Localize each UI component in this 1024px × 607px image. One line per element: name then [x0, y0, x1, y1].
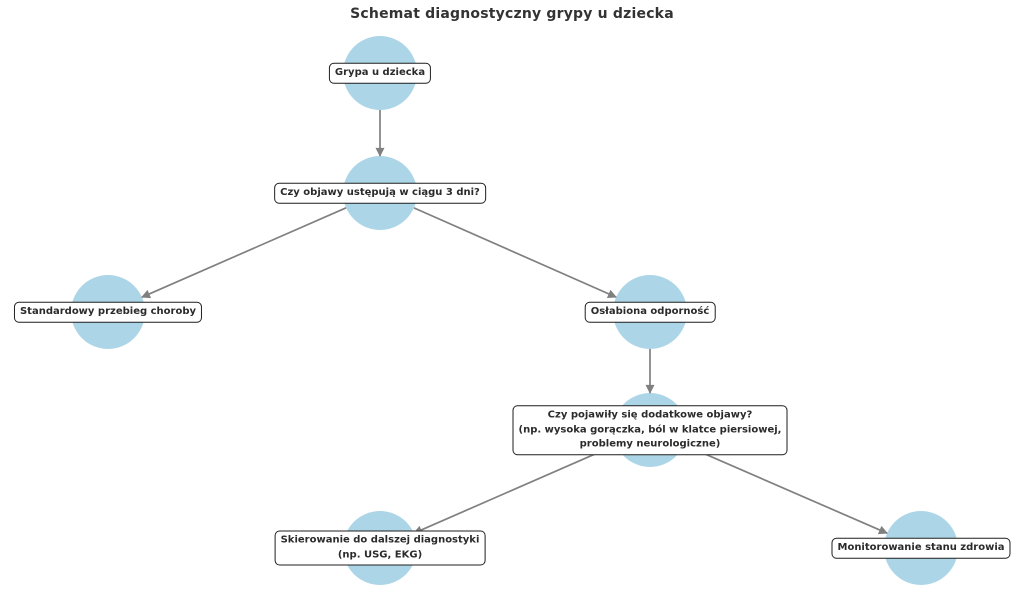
- label-line: (np. wysoka gorączka, ból w klatce piers…: [518, 423, 782, 435]
- label-line: Czy pojawiły się dodatkowe objawy?: [547, 409, 753, 421]
- flow-node-label-monitorowanie: Monitorowanie stanu zdrowia: [831, 537, 1011, 559]
- flow-node-label-dodatkowe-objawy: Czy pojawiły się dodatkowe objawy? (np. w…: [512, 405, 788, 455]
- flow-node-label-grypa-u-dziecka: Grypa u dziecka: [328, 62, 432, 84]
- label-line: Grypa u dziecka: [334, 66, 426, 78]
- node-circles-layer: [71, 36, 958, 585]
- flow-edge-arrow-czy-objawy-ustepuja-to-oslabiona-odpornosc: [413, 207, 617, 298]
- label-line: Czy objawy ustępują w ciągu 3 dni?: [280, 186, 480, 198]
- label-line: problemy neurologiczne): [579, 438, 721, 450]
- flow-edge-arrow-czy-objawy-ustepuja-to-standardowy-przebieg: [141, 207, 347, 299]
- flow-node-label-skierowanie: Skierowanie do dalszej diagnostyki (np. U…: [274, 530, 486, 566]
- diagram-title: Schemat diagnostyczny grypy u dziecka: [350, 6, 674, 22]
- flow-edge-arrow-dodatkowe-objawy-to-monitorowanie: [683, 444, 888, 535]
- label-line: Skierowanie do dalszej diagnostyki: [280, 534, 480, 546]
- label-line: Osłabiona odporność: [590, 305, 710, 317]
- edges-layer: [141, 110, 888, 535]
- flow-edge-arrow-dodatkowe-objawy-to-skierowanie: [413, 444, 617, 535]
- label-line: Monitorowanie stanu zdrowia: [837, 541, 1005, 553]
- label-line: (np. USG, EKG): [337, 549, 423, 560]
- flow-node-label-czy-objawy-ustepuja: Czy objawy ustępują w ciągu 3 dni?: [274, 182, 486, 204]
- flow-node-label-oslabiona-odpornosc: Osłabiona odporność: [584, 301, 716, 323]
- label-line: Standardowy przebieg choroby: [19, 305, 197, 317]
- flow-node-label-standardowy-przebieg: Standardowy przebieg choroby: [13, 301, 203, 323]
